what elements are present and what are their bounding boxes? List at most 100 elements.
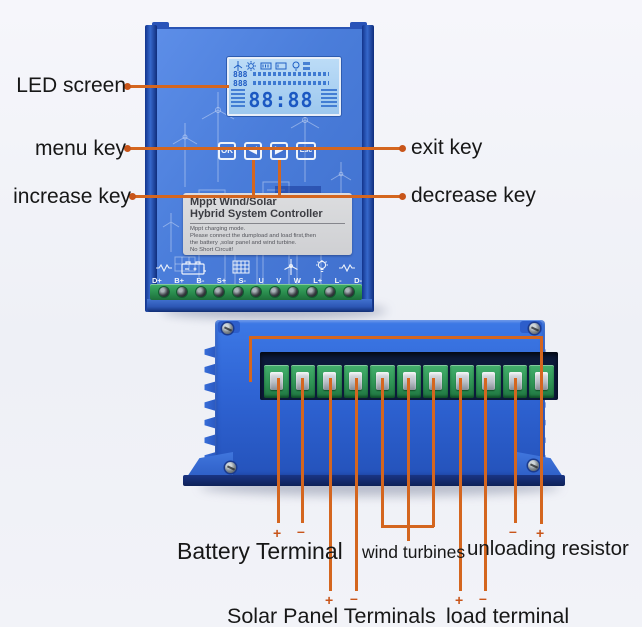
dump-resistor-icon (339, 264, 355, 272)
annotation-line-wind-w (432, 378, 435, 527)
annotation-line-dump-minus (514, 378, 517, 523)
terminal-screw (177, 287, 187, 297)
terminal-screw (288, 287, 298, 297)
controller-back-view (183, 318, 565, 490)
heatsink-fin (204, 381, 216, 394)
lcd-text-row (253, 72, 329, 76)
load-plus-mark: + (455, 592, 464, 608)
load-minus-mark: – (479, 590, 487, 606)
side-rail-right (362, 25, 374, 312)
sticker-body-line: Mppt charging mode. (190, 225, 246, 232)
foot-screw (528, 460, 539, 471)
terminal-screw (158, 287, 169, 297)
annotation-bracket-wind (381, 525, 434, 528)
sticker-title-line1: Mppt Wind/Solar (190, 196, 277, 208)
annotation-line-dump-plus (540, 336, 543, 524)
annotation-line-led-screen (130, 85, 229, 88)
sticker-title-line2: Hybrid System Controller (190, 208, 323, 221)
label-led-screen: LED screen (16, 74, 126, 97)
case-screw (222, 323, 233, 334)
terminal-clamp (269, 372, 283, 390)
annotation-dot (399, 193, 406, 200)
heatsink-fin (204, 346, 216, 358)
side-rail-left (145, 25, 157, 312)
left-arrow-icon: ◀ (249, 145, 257, 156)
wind-turbine-icon (284, 259, 298, 275)
case-screw (529, 323, 540, 334)
battery-icon (181, 261, 206, 275)
lcd-main-digits: 88:88 (248, 88, 314, 112)
lcd-value-bottom: 888 (233, 79, 248, 88)
annotation-line-menu-exit (130, 147, 403, 150)
terminal-label-l-minusplus: L+ (313, 276, 323, 285)
terminal-cell (423, 365, 448, 398)
back-case (215, 320, 558, 480)
increase-key-button: ◀ (244, 142, 262, 160)
annotation-line-battery-minus (301, 378, 304, 523)
mount-tab (350, 22, 367, 29)
lcd-side-block (231, 89, 245, 107)
terminal-label-d-minus: D- (354, 276, 362, 285)
lcd-value-top: 888 (233, 70, 248, 79)
mount-tab (152, 22, 169, 29)
annotation-line-increase-decrease (135, 195, 403, 198)
terminal-strip (150, 284, 362, 300)
heatsink-fin (204, 398, 216, 411)
annotation-line-load-plus (459, 378, 462, 591)
terminal-label-v: V (276, 276, 282, 285)
annotation-line-increase-vertical (252, 160, 255, 197)
terminal-screw (343, 287, 354, 297)
heatsink-left (202, 346, 216, 464)
lcd-text-row (253, 81, 329, 85)
terminal-screw (306, 287, 317, 297)
terminal-screw (214, 287, 224, 297)
terminal-screw (251, 287, 261, 297)
menu-key-button: OK (218, 142, 236, 160)
product-label-sticker: Mppt Wind/Solar Hybrid System Controller… (183, 193, 352, 255)
annotation-line-decrease-vertical (278, 160, 281, 197)
annotation-line-wind-u (381, 378, 384, 527)
lamp-icon (316, 260, 328, 273)
annotation-dot (124, 83, 131, 90)
annotation-line-dump-plus (249, 336, 252, 382)
solar-minus-mark: – (350, 590, 358, 606)
annotation-dot (124, 145, 131, 152)
terminal-screw (195, 287, 206, 297)
heatsink-fin (204, 416, 216, 429)
annotation-line-battery-plus (277, 378, 280, 523)
label-decrease-key: decrease key (411, 184, 536, 207)
unloading-plus-mark: + (536, 525, 545, 541)
exit-key-button: Esc (296, 142, 316, 160)
terminal-screw (232, 287, 243, 297)
terminal-label-u: U (258, 276, 264, 285)
base-edge (183, 475, 565, 486)
heatsink-fin (204, 363, 216, 376)
heatsink-fin (204, 434, 216, 447)
label-battery-terminal: Battery Terminal (177, 538, 343, 564)
lcd-side-block (321, 89, 337, 107)
label-unloading-resistor: unloading resistor (467, 537, 629, 560)
label-increase-key: increase key (13, 185, 131, 208)
annotation-line-load-minus (484, 378, 487, 591)
foot-screw (225, 462, 236, 473)
sticker-body-line: No Short Circuit! (190, 246, 234, 253)
label-solar-panel-terminals: Solar Panel Terminals (227, 604, 436, 627)
esc-key-label: Esc (299, 147, 313, 154)
label-wind-turbines: wind turbines (362, 542, 466, 562)
label-exit-key: exit key (411, 136, 483, 159)
terminal-clamp (429, 372, 443, 390)
terminal-label-d-minusplus: D+ (152, 276, 162, 285)
sticker-divider (190, 222, 345, 224)
terminal-label-s-minusplus: S+ (216, 276, 227, 285)
front-bottom-edge (147, 299, 372, 312)
terminal-clamp (455, 372, 469, 390)
label-load-terminal: load terminal (446, 604, 570, 627)
menu-key-label: OK (221, 146, 233, 155)
label-menu-key: menu key (34, 137, 126, 160)
solar-plus-mark: + (325, 592, 334, 608)
terminal-cell (476, 365, 501, 398)
terminal-label-l-minus: L- (334, 276, 342, 285)
terminal-label-b-minusplus: B+ (174, 276, 184, 285)
